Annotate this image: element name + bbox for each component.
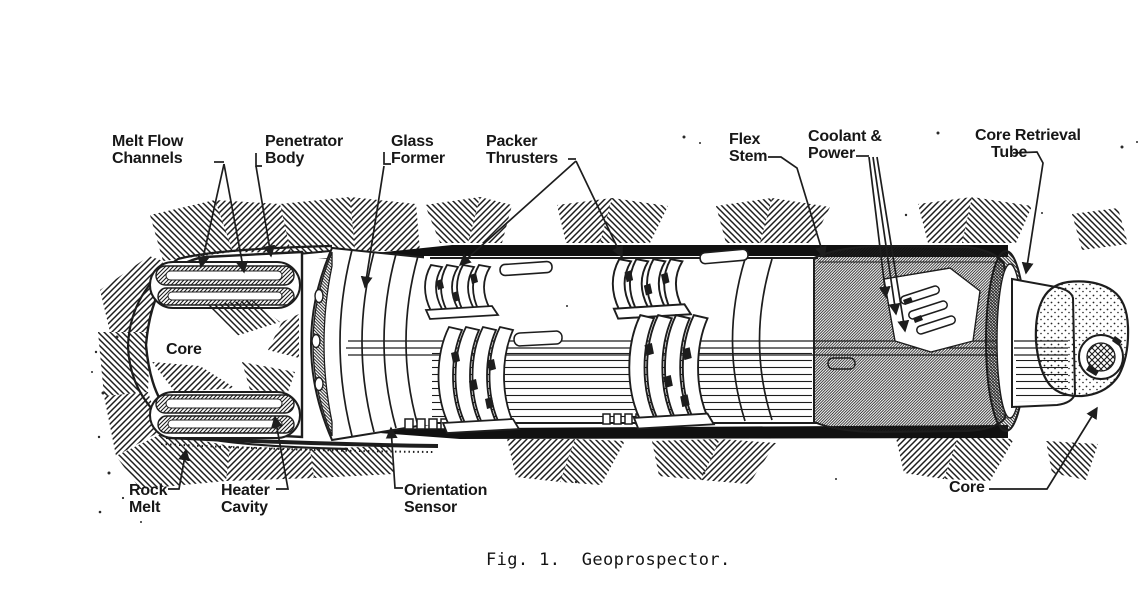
- label-penetrator-body: Penetrator Body: [265, 133, 343, 167]
- label-text: Melt Flow: [112, 133, 184, 150]
- label-glass-former: Glass Former: [391, 133, 445, 167]
- coolant-power-section: [813, 244, 1012, 434]
- label-text: Thrusters: [486, 150, 558, 167]
- label-text: Channels: [112, 150, 183, 167]
- packer-thruster-mid-1: [437, 326, 521, 434]
- label-text: Cavity: [221, 499, 268, 516]
- label-text: Tube: [991, 144, 1028, 161]
- figure-caption: Fig. 1. Geoprospector.: [486, 550, 731, 570]
- flex-stem-joint-arc: [758, 258, 773, 421]
- label-text: Core Retrieval: [975, 127, 1081, 144]
- heater-cavity-face: [310, 246, 431, 442]
- label-text: Sensor: [404, 499, 458, 516]
- label-text: Body: [265, 150, 305, 167]
- packer-thruster-top-2: [611, 258, 693, 320]
- packer-thruster-mid-2: [628, 314, 716, 430]
- label-packer-thrusters: Packer Thrusters: [486, 133, 558, 167]
- label-text: Glass: [391, 133, 434, 150]
- label-coolant-power: Coolant & Power: [808, 128, 882, 162]
- label-core-retrieval-tube: Core Retrieval Tube: [975, 127, 1081, 161]
- core-rock-inside-nose: [152, 300, 299, 392]
- label-text: Power: [808, 145, 856, 162]
- label-rock-melt: Rock Melt: [129, 482, 168, 516]
- label-text: Coolant &: [808, 128, 882, 145]
- label-melt-flow-channels: Melt Flow Channels: [112, 133, 183, 167]
- label-text: Core: [166, 341, 202, 358]
- label-core-aft: Core: [949, 479, 985, 496]
- label-core-nose: Core: [166, 341, 202, 358]
- flex-stem-joint-arc: [731, 258, 746, 422]
- melt-flow-channel-lower: [149, 391, 301, 439]
- packer-thruster-top-1: [424, 264, 500, 320]
- label-text: Orientation: [404, 482, 488, 499]
- label-text: Melt: [129, 499, 161, 516]
- melt-flow-channel-upper: [149, 261, 301, 309]
- core-sample: [1034, 280, 1130, 398]
- label-text: Stem: [729, 148, 768, 165]
- scan-speckles: [91, 131, 1138, 523]
- label-text: Core: [949, 479, 985, 496]
- rock-hatching: [98, 197, 1128, 489]
- label-text: Heater: [221, 482, 270, 499]
- penetrator-nose: [144, 250, 304, 439]
- label-orientation-sensor: Orientation Sensor: [404, 482, 487, 516]
- label-text: Penetrator: [265, 133, 344, 150]
- label-text: Flex: [729, 131, 761, 148]
- label-heater-cavity: Heater Cavity: [221, 482, 270, 516]
- label-flex-stem: Flex Stem: [729, 131, 768, 165]
- label-text: Former: [391, 150, 445, 167]
- label-text: Packer: [486, 133, 538, 150]
- leader-lines: [168, 151, 1098, 490]
- label-text: Rock: [129, 482, 168, 499]
